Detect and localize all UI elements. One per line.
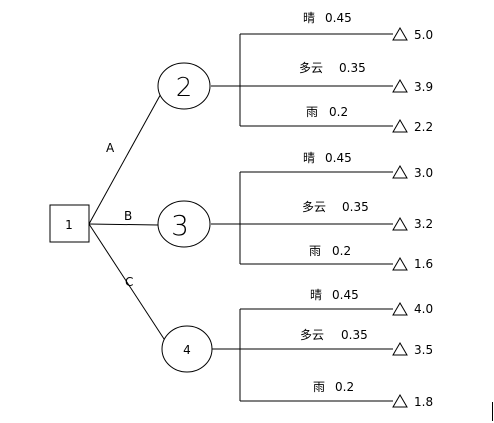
payoff-a-2: 3.9 [414,80,433,94]
terminal-triangle-icon [392,27,408,41]
terminal-triangle-icon [392,165,408,179]
edge-root-to-node-4 [88,223,167,343]
chance-node-2-label: 2 [176,73,193,103]
outcome-weather-a-1: 晴 [303,11,315,25]
payoff-b-3: 1.6 [414,257,433,271]
chance-node-4 [161,325,213,373]
decision-node-root [49,204,90,243]
payoff-c-2: 3.5 [414,343,433,357]
branch-label-c: C [125,275,133,289]
payoff-b-2: 3.2 [414,217,433,231]
outcome-prob-a-3: 0.2 [329,105,348,119]
chance-node-3-label: 3 [171,209,189,242]
outcome-weather-a-2: 多云 [299,61,323,75]
outcome-weather-b-1: 晴 [303,151,315,165]
chance-node-2 [157,62,211,110]
payoff-a-1: 5.0 [414,28,433,42]
branch-label-b: B [124,209,132,223]
outcome-prob-c-1: 0.45 [332,288,359,302]
terminal-triangle-icon [392,79,408,93]
edge-root-to-node-3 [88,223,159,226]
outcome-prob-a-2: 0.35 [339,61,366,75]
outcome-prob-c-3: 0.2 [335,380,354,394]
outcome-weather-c-2: 多云 [300,328,324,342]
terminal-triangle-icon [392,302,408,316]
outcome-weather-c-1: 晴 [310,288,322,302]
chance-node-4-label: 4 [183,343,191,357]
edge-root-to-node-2 [88,89,164,225]
outcome-prob-c-2: 0.35 [341,328,368,342]
payoff-c-1: 4.0 [414,302,433,316]
payoff-a-3: 2.2 [414,120,433,134]
outcome-weather-c-3: 雨 [313,380,325,394]
terminal-triangle-icon [392,119,408,133]
outcome-prob-a-1: 0.45 [325,11,352,25]
outcome-prob-b-3: 0.2 [332,244,351,258]
payoff-b-1: 3.0 [414,166,433,180]
branch-label-a: A [106,141,115,155]
terminal-triangle-icon [392,217,408,231]
outcome-weather-b-3: 雨 [309,244,321,258]
terminal-triangle-icon [392,257,408,271]
terminal-triangle-icon [392,394,408,408]
terminal-triangle-icon [392,342,408,356]
outcome-weather-a-3: 雨 [306,105,318,119]
chance-node-3 [157,200,211,248]
payoff-c-3: 1.8 [414,395,433,409]
outcome-prob-b-2: 0.35 [342,200,369,214]
outcome-weather-b-2: 多云 [302,200,326,214]
outcome-prob-b-1: 0.45 [325,151,352,165]
decision-node-root-label: 1 [65,218,73,232]
